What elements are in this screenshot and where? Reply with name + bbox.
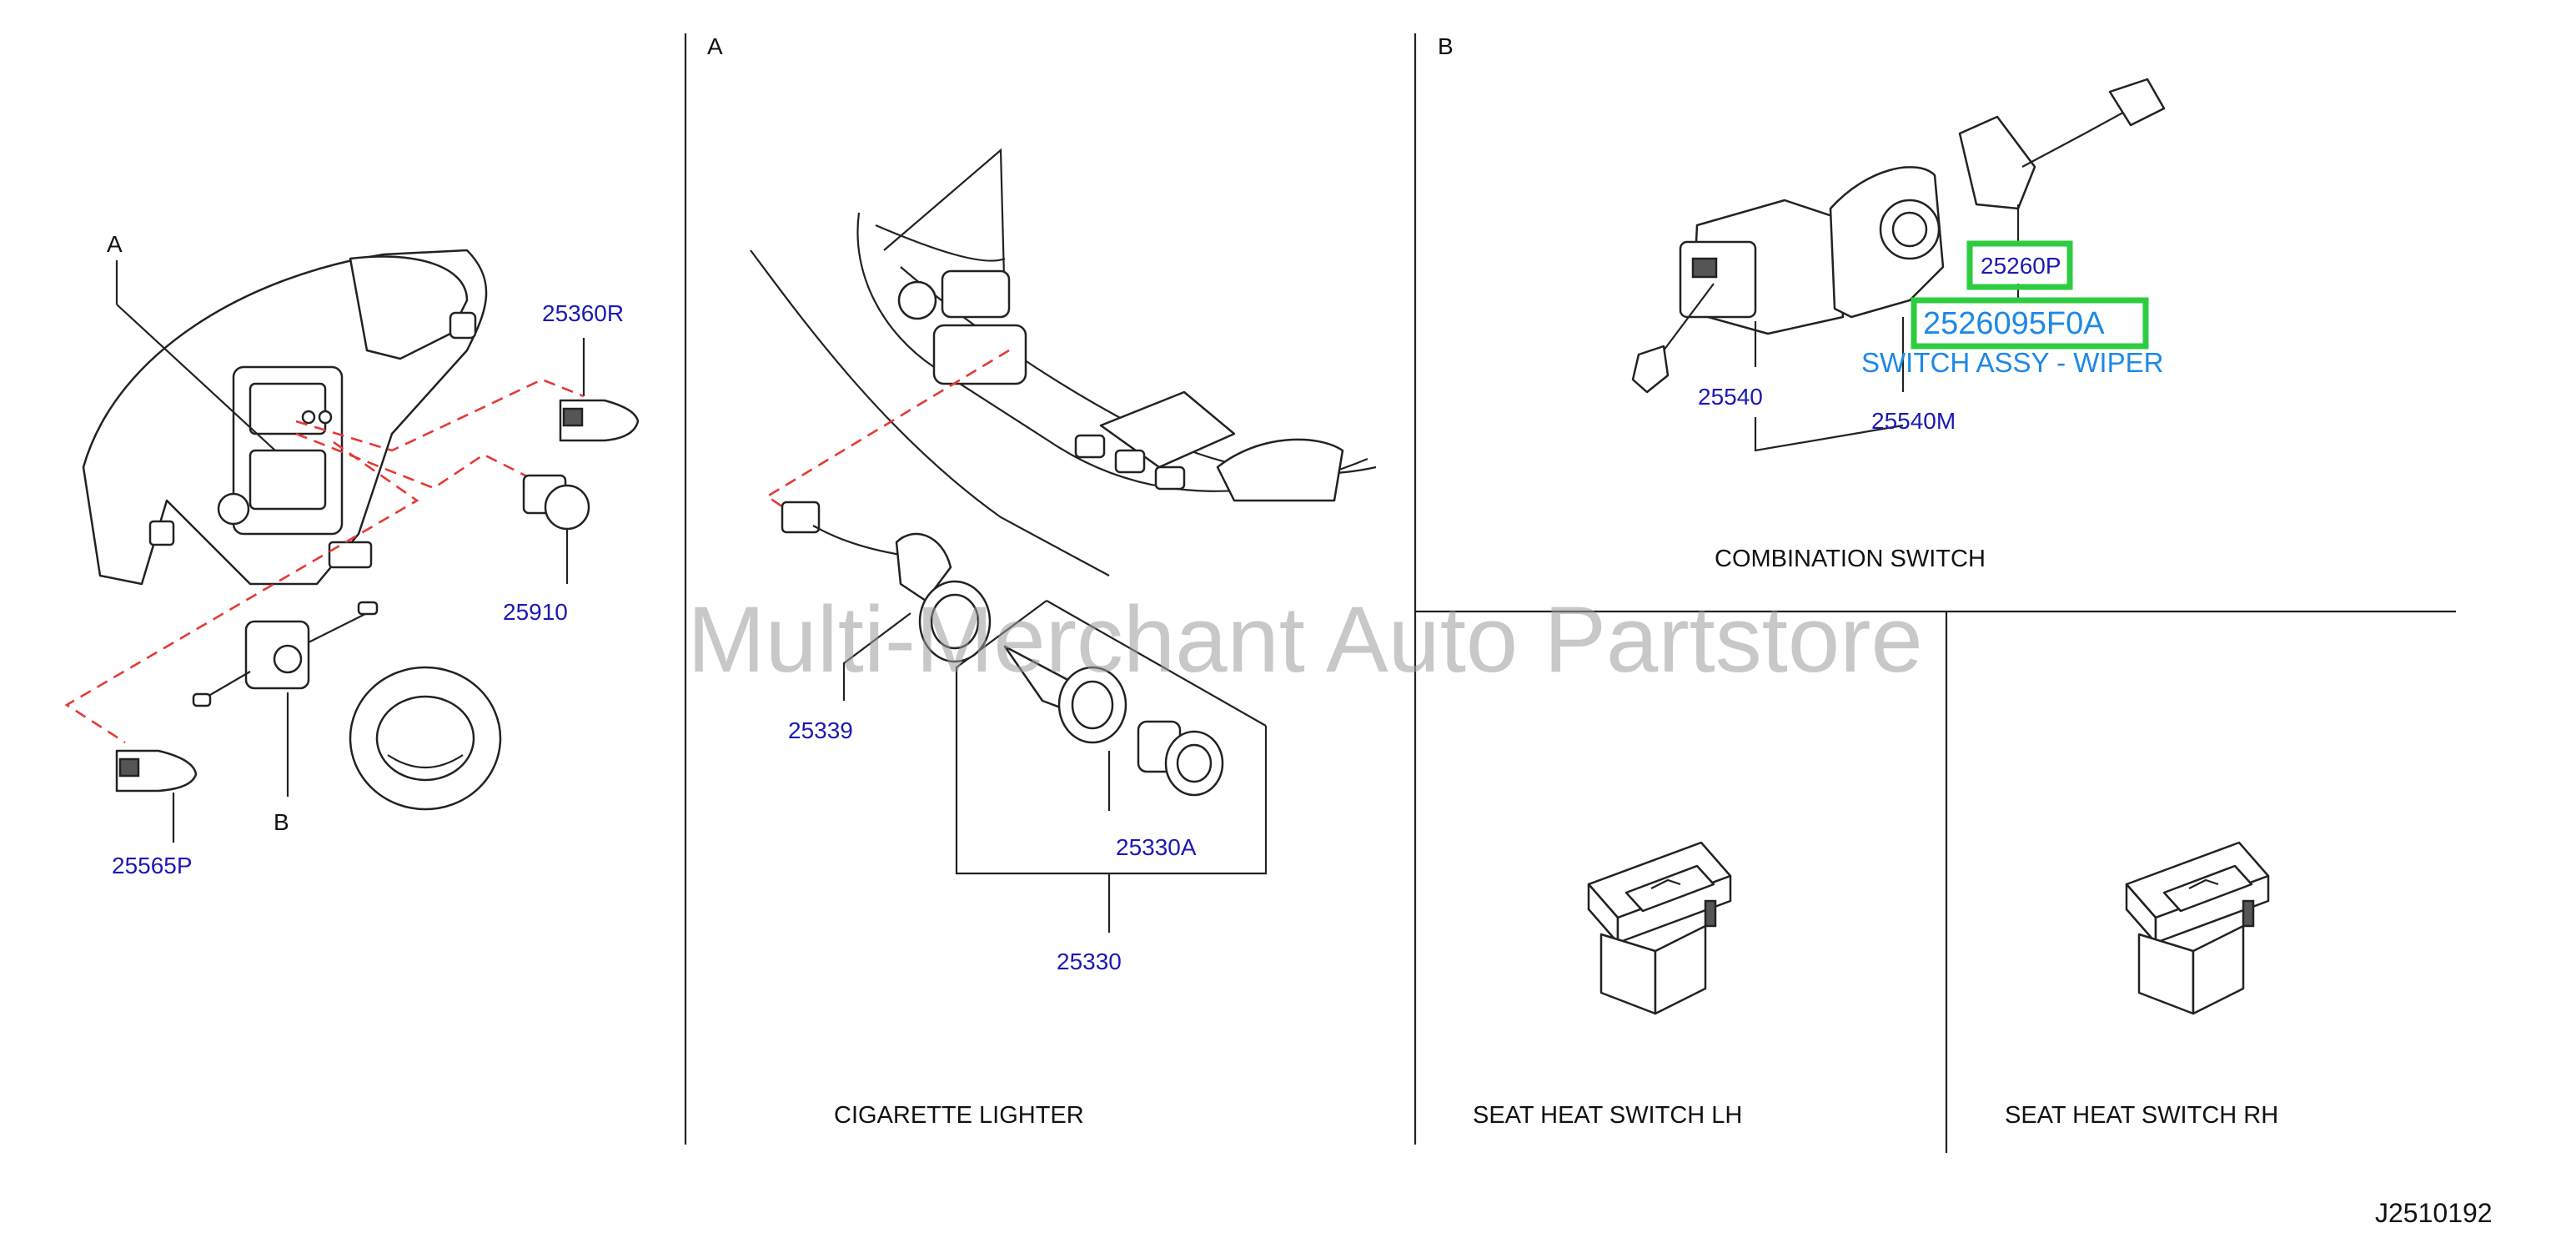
center-console-illustration (750, 148, 1377, 576)
caption-cigarette-lighter: CIGARETTE LIGHTER (834, 1102, 1084, 1129)
part-number-25330[interactable]: 25330 (1057, 949, 1122, 974)
lighter-plug-25330A (1137, 720, 1224, 797)
switch-25910 (522, 474, 590, 531)
part-number-25260P[interactable]: 25260P (1981, 253, 2061, 279)
diagram-id: J2510192 (2375, 1198, 2493, 1228)
part-number-25540[interactable]: 25540 (1698, 384, 1763, 410)
highlight-box-25260P (1966, 240, 2073, 290)
seat-heat-switch-rh-illustration (2125, 841, 2270, 1015)
panel-b-label: B (1438, 33, 1454, 59)
switch-25565P (115, 749, 198, 793)
highlight-box-wiper (1911, 297, 2149, 350)
switch-25360R (559, 399, 640, 442)
lighter-socket-25339 (781, 501, 992, 663)
part-number-25540M[interactable]: 25540M (1871, 408, 1956, 434)
caption-combination-switch: COMBINATION SWITCH (1715, 546, 1986, 572)
highlight-part-number[interactable]: 2526095F0A (1923, 306, 2105, 341)
part-number-25330A[interactable]: 25330A (1116, 834, 1197, 860)
highlight-part-description[interactable]: SWITCH ASSY - WIPER (1861, 347, 2163, 378)
panel-dividers (684, 33, 2456, 1153)
lighter-leader-lines (765, 349, 1268, 933)
watermark: Multi-Merchant Auto Partstore (687, 587, 1922, 692)
part-number-25339[interactable]: 25339 (788, 717, 853, 743)
part-number-25360R[interactable]: 25360R (542, 300, 624, 326)
lighter-element-25330 (1003, 645, 1127, 744)
combination-switch-illustration (1631, 78, 2166, 394)
overview-label-a: A (107, 231, 123, 257)
steering-wheel (349, 666, 502, 811)
overview-label-b: B (274, 809, 289, 835)
seat-heat-switch-lh-illustration (1587, 841, 1732, 1015)
part-number-25910[interactable]: 25910 (503, 599, 568, 625)
combination-switch-small (192, 601, 379, 707)
part-number-25565P[interactable]: 25565P (112, 853, 193, 878)
caption-seat-heat-rh: SEAT HEAT SWITCH RH (2005, 1102, 2278, 1129)
panel-a-label: A (707, 33, 723, 59)
caption-seat-heat-lh: SEAT HEAT SWITCH LH (1473, 1102, 1742, 1129)
dashboard-illustration (82, 249, 488, 586)
